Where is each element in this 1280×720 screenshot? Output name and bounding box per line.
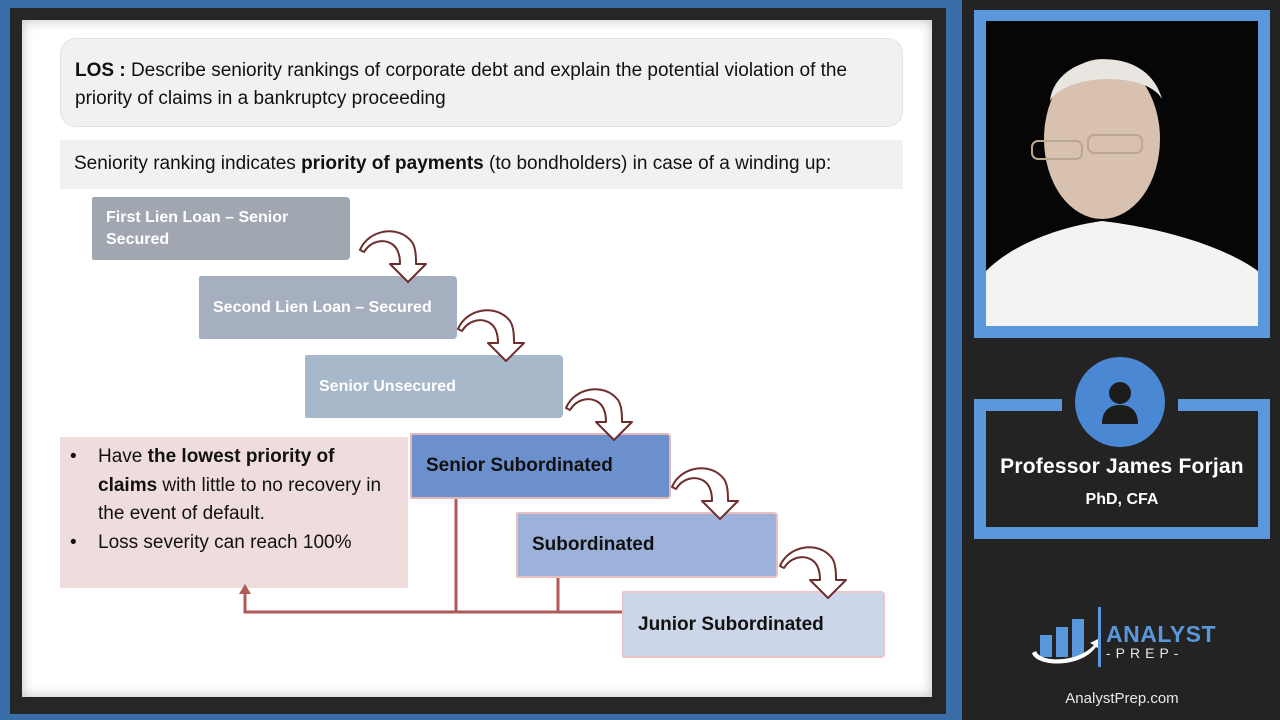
tier-label: Senior Subordinated: [426, 455, 613, 476]
avatar: [1075, 357, 1165, 447]
tier-junior-subordinated: Junior Subordinated: [622, 591, 885, 658]
tier-subordinated: Subordinated: [516, 512, 778, 578]
brand-word: ANALYST: [1106, 621, 1216, 647]
bullet: •: [70, 531, 77, 553]
presenter-credentials: PhD, CFA: [1085, 491, 1159, 508]
tier-second-lien-loan: Second Lien Loan – Secured: [199, 276, 457, 339]
brand-sub: -PREP-: [1106, 645, 1184, 661]
tier-first-lien-loan: First Lien Loan – Senior Secured: [92, 197, 350, 260]
tier-label: Second Lien Loan – Secured: [213, 298, 432, 316]
tier-label: Subordinated: [532, 534, 655, 555]
tier-label: First Lien Loan – Senior Secured: [106, 208, 289, 248]
intro-bold: priority of payments: [301, 153, 484, 174]
note-bold: the lowest priority of claims: [98, 446, 335, 496]
intro-suffix: (to bondholders) in case of a winding up…: [483, 153, 832, 174]
note-text: Loss severity can reach 100%: [98, 531, 352, 553]
analystprep-logo-icon: [1032, 607, 1101, 667]
note-text: Have: [98, 446, 148, 467]
tier-senior-subordinated: Senior Subordinated: [410, 433, 671, 499]
note-item: • Have the lowest priority of claims with…: [68, 443, 398, 529]
tier-label: Senior Unsecured: [319, 377, 456, 395]
note-item: • Loss severity can reach 100%: [68, 529, 398, 558]
learning-objective-box: LOS : Describe seniority rankings of cor…: [60, 38, 903, 127]
intro-statement: Seniority ranking indicates priority of …: [60, 140, 903, 189]
presenter-video-placeholder: [986, 21, 1258, 326]
subordinated-note-box: • Have the lowest priority of claims with…: [60, 437, 408, 588]
los-text: Describe seniority rankings of corporate…: [75, 60, 848, 109]
bullet: •: [70, 446, 77, 467]
los-label: LOS :: [75, 60, 126, 81]
intro-prefix: Seniority ranking indicates: [74, 153, 302, 174]
tier-label: Junior Subordinated: [638, 613, 824, 635]
tier-senior-unsecured: Senior Unsecured: [305, 355, 563, 418]
user-icon: [1102, 382, 1138, 424]
presenter-video: [986, 21, 1258, 326]
presenter-name: Professor James Forjan: [1000, 455, 1244, 478]
site-url[interactable]: AnalystPrep.com: [1065, 690, 1179, 707]
note-text: with little to no recovery in the event …: [98, 474, 382, 525]
